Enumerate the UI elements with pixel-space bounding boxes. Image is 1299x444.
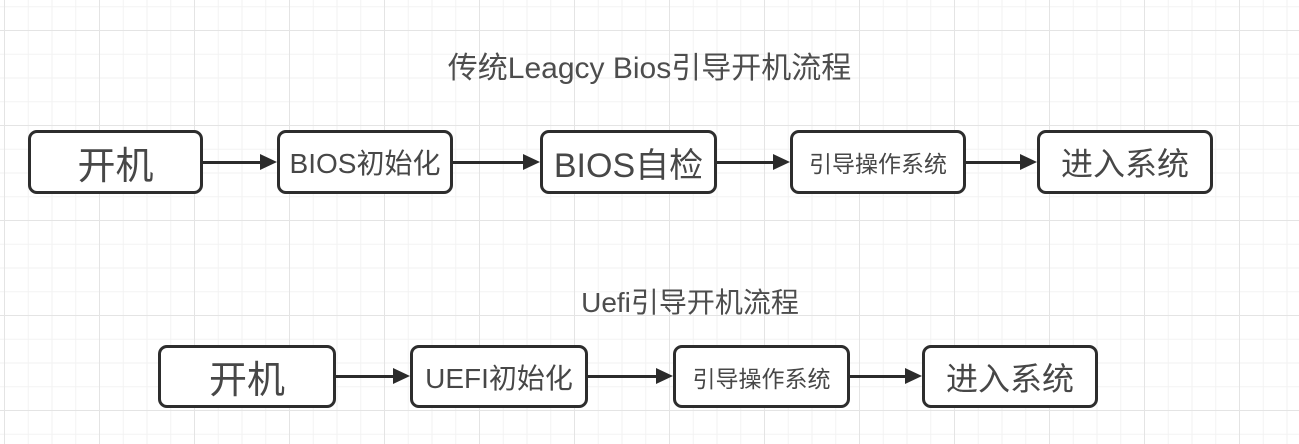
arrow-head-icon	[905, 368, 922, 384]
node-legacy-enter-system: 进入系统	[1037, 130, 1213, 194]
arrow-shaft	[336, 374, 396, 378]
arrow-head-icon	[1020, 154, 1037, 170]
node-uefi-boot-os: 引导操作系统	[673, 345, 850, 408]
flow-arrow	[203, 154, 277, 170]
legacy-flow-title: 传统Leagcy Bios引导开机流程	[447, 52, 852, 85]
node-legacy-power-on: 开机	[28, 130, 203, 194]
flow-arrow	[336, 368, 410, 384]
flow-arrow	[453, 154, 540, 170]
flow-arrow	[966, 154, 1037, 170]
node-legacy-boot-os: 引导操作系统	[790, 130, 966, 194]
node-uefi-power-on: 开机	[158, 345, 336, 408]
node-uefi-init: UEFI初始化	[410, 345, 588, 408]
arrow-shaft	[717, 160, 776, 164]
arrow-head-icon	[773, 154, 790, 170]
arrow-head-icon	[656, 368, 673, 384]
uefi-flow-title: Uefi引导开机流程	[581, 287, 799, 318]
flow-arrow	[588, 368, 673, 384]
arrow-head-icon	[393, 368, 410, 384]
arrow-shaft	[850, 374, 908, 378]
arrow-shaft	[203, 160, 263, 164]
node-legacy-bios-post: BIOS自检	[540, 130, 717, 194]
arrow-head-icon	[523, 154, 540, 170]
node-legacy-bios-init: BIOS初始化	[277, 130, 453, 194]
arrow-head-icon	[260, 154, 277, 170]
flow-arrow	[850, 368, 922, 384]
node-uefi-enter-system: 进入系统	[922, 345, 1098, 408]
arrow-shaft	[966, 160, 1023, 164]
flow-arrow	[717, 154, 790, 170]
arrow-shaft	[453, 160, 526, 164]
arrow-shaft	[588, 374, 659, 378]
